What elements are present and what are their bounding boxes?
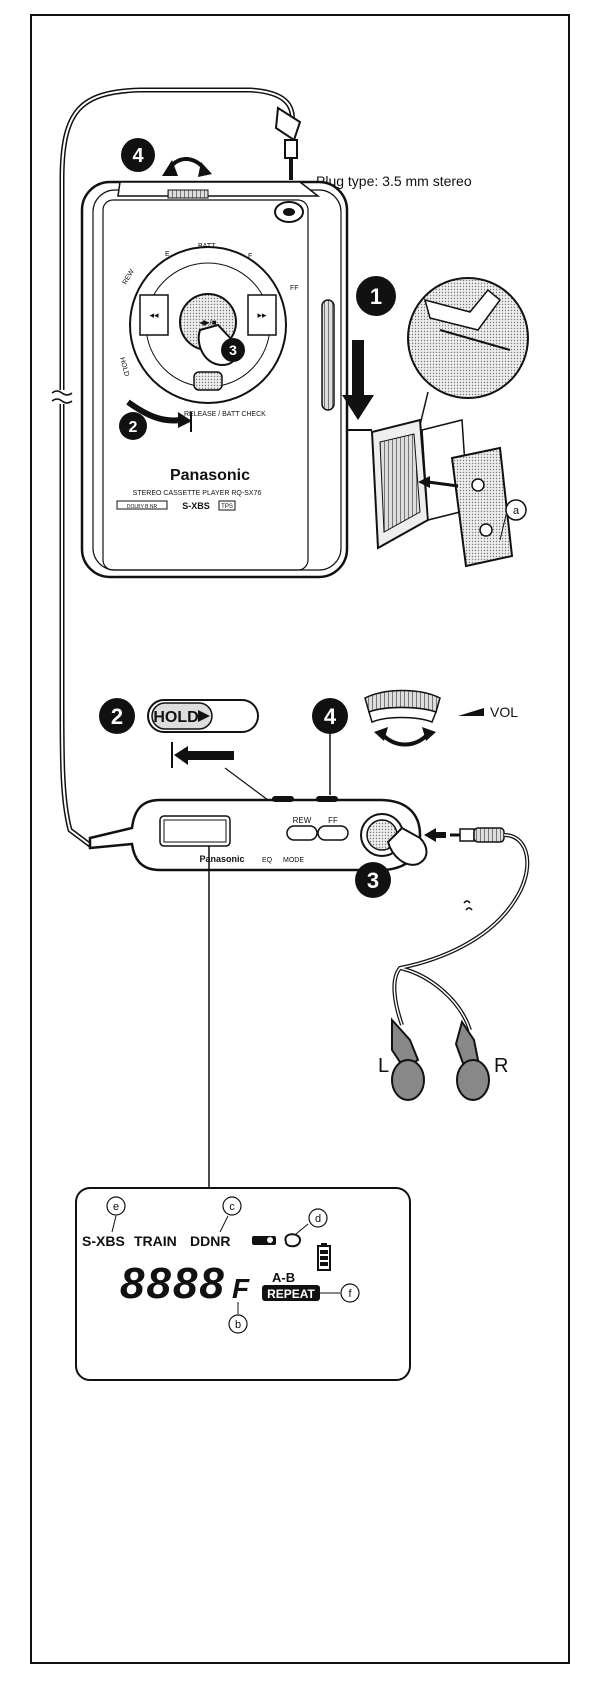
open-door-arrow — [342, 340, 374, 420]
callout-f — [340, 1283, 360, 1303]
cassette-tape — [450, 446, 514, 568]
cassette-player: ◂◂ ▸▸ ◂▶/■ REW FF E BATT F HOLD RELEASE … — [80, 180, 349, 579]
lcd-sxbs: S-XBS — [82, 1233, 125, 1249]
svg-text:MODE: MODE — [283, 857, 304, 864]
remote-brand: Panasonic — [199, 854, 244, 864]
svg-text:EQ: EQ — [262, 857, 273, 864]
lcd-digits: 8888 — [120, 1259, 226, 1308]
repeat-loop-icon — [284, 1233, 302, 1248]
svg-text:d: d — [315, 1213, 321, 1225]
lcd-repeat: REPEAT — [267, 1287, 315, 1301]
cable-break-mark — [51, 390, 73, 404]
step-4-badge-remote — [312, 698, 348, 734]
door-latch-detail — [407, 277, 529, 426]
svg-text:4: 4 — [132, 145, 144, 167]
page-frame — [30, 14, 570, 1664]
svg-text:▸▸: ▸▸ — [257, 310, 267, 320]
battery-icon — [317, 1243, 331, 1271]
vol-label: VOL — [490, 704, 518, 720]
svg-text:FF: FF — [290, 285, 299, 292]
svg-text:E: E — [165, 251, 170, 258]
svg-text:BATT: BATT — [198, 243, 216, 250]
svg-text:b: b — [235, 1319, 241, 1331]
plug-type-label: Plug type: 3.5 mm stereo — [316, 173, 472, 189]
svg-text:2: 2 — [129, 419, 138, 436]
player-model: STEREO CASSETTE PLAYER RQ-SX76 — [133, 490, 262, 497]
earphone-plug — [450, 827, 505, 843]
earphone-right-label: R — [494, 1055, 508, 1077]
svg-text:◂▶/■: ◂▶/■ — [199, 318, 216, 327]
svg-text:REW: REW — [293, 816, 312, 825]
svg-text:HOLD: HOLD — [118, 357, 130, 378]
callout-e — [106, 1196, 126, 1216]
step-2-badge-remote — [99, 698, 135, 734]
headphone-plug — [274, 106, 302, 180]
step-2-badge-player — [119, 412, 147, 440]
svg-text:2: 2 — [111, 704, 123, 729]
lcd-dnr: DDNR — [190, 1233, 230, 1249]
remote-hold-label: HOLD — [153, 709, 198, 726]
earphone-left-label: L — [378, 1055, 389, 1077]
lcd-suffix: F — [232, 1273, 250, 1304]
svg-text:3: 3 — [229, 342, 237, 358]
volume-wheel — [364, 689, 441, 747]
step-3-badge-remote — [355, 862, 391, 898]
svg-text:3: 3 — [367, 868, 379, 893]
remote-control: REW FF Panasonic EQ MODE — [88, 796, 428, 872]
step-4-badge — [121, 138, 155, 172]
svg-text:4: 4 — [324, 704, 337, 729]
svg-text:S-XBS: S-XBS — [182, 501, 210, 511]
lcd-train: TRAIN — [134, 1233, 177, 1249]
hold-slide-arrow — [174, 746, 234, 765]
hold-switch-graphic: HOLD — [147, 699, 259, 733]
svg-text:c: c — [229, 1201, 235, 1213]
step-1-badge — [356, 276, 396, 316]
lcd-ab: A-B — [272, 1270, 295, 1285]
svg-text:F: F — [248, 253, 252, 260]
svg-text:e: e — [113, 1201, 119, 1213]
step-3-badge-player — [221, 338, 245, 362]
svg-text:DOLBY B NR: DOLBY B NR — [127, 504, 158, 510]
callout-a — [505, 499, 527, 521]
svg-text:TPS: TPS — [221, 504, 233, 510]
svg-text:a: a — [513, 505, 520, 517]
callout-d — [308, 1208, 328, 1228]
callout-b — [228, 1314, 248, 1334]
svg-text:RELEASE / BATT CHECK: RELEASE / BATT CHECK — [184, 411, 266, 418]
earphone-insert-arrow — [424, 828, 446, 842]
earphone-right — [454, 1019, 490, 1101]
callout-c — [222, 1196, 242, 1216]
cassette-door — [370, 418, 469, 550]
earphone-left — [391, 1017, 425, 1101]
svg-text:FF: FF — [328, 816, 338, 825]
player-brand: Panasonic — [170, 467, 250, 484]
svg-text:1: 1 — [370, 284, 382, 309]
svg-text:◂◂: ◂◂ — [149, 310, 159, 320]
svg-text:f: f — [348, 1288, 352, 1300]
lcd-display-detail: S-XBS TRAIN DDNR 8888 F A-B REPEAT e c d — [75, 1187, 411, 1381]
